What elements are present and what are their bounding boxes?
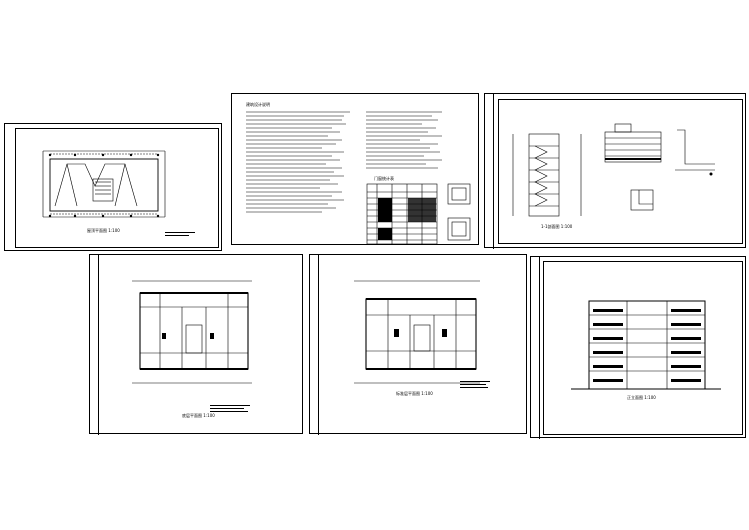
sheet-frame <box>15 128 219 248</box>
ground-floor-plan-drawing <box>132 280 252 412</box>
sheet-caption: 1-1剖面图 1:100 <box>541 224 573 229</box>
sheet-section-details[interactable]: 1-1剖面图 1:100 <box>484 93 746 249</box>
front-elevation-drawing <box>571 300 721 390</box>
sheet-ground-floor-plan[interactable]: 底层平面图 1:100 <box>89 254 303 435</box>
roof-plan-drawing <box>42 150 195 236</box>
section-drawing <box>512 123 715 217</box>
sheet-caption: 屋顶平面图 1:100 <box>87 228 120 233</box>
notes-heading: 建筑设计说明 <box>246 102 270 107</box>
sheet-frame <box>543 261 743 435</box>
door-window-table-title: 门窗统计表 <box>374 176 394 181</box>
sheet-front-elevation[interactable]: 正立面图 1:100 <box>530 256 746 439</box>
sheet-frame <box>498 99 743 244</box>
sheet-caption: 正立面图 1:100 <box>627 395 656 400</box>
sheet-roof-plan[interactable]: 屋顶平面图 1:100 <box>4 123 222 251</box>
title-strip <box>539 257 540 439</box>
sheet-caption: 底层平面图 1:100 <box>182 413 215 418</box>
sheet-typical-floor-plan[interactable]: 标准层平面图 1:100 <box>309 254 527 435</box>
title-strip <box>98 255 99 435</box>
title-strip <box>318 255 319 435</box>
design-notes-text-block <box>246 111 471 245</box>
sheet-design-notes[interactable]: 建筑设计说明 门窗统计表 <box>231 93 479 245</box>
typical-floor-plan-drawing <box>354 280 490 388</box>
sheet-caption: 标准层平面图 1:100 <box>396 391 433 396</box>
title-strip <box>493 94 494 249</box>
